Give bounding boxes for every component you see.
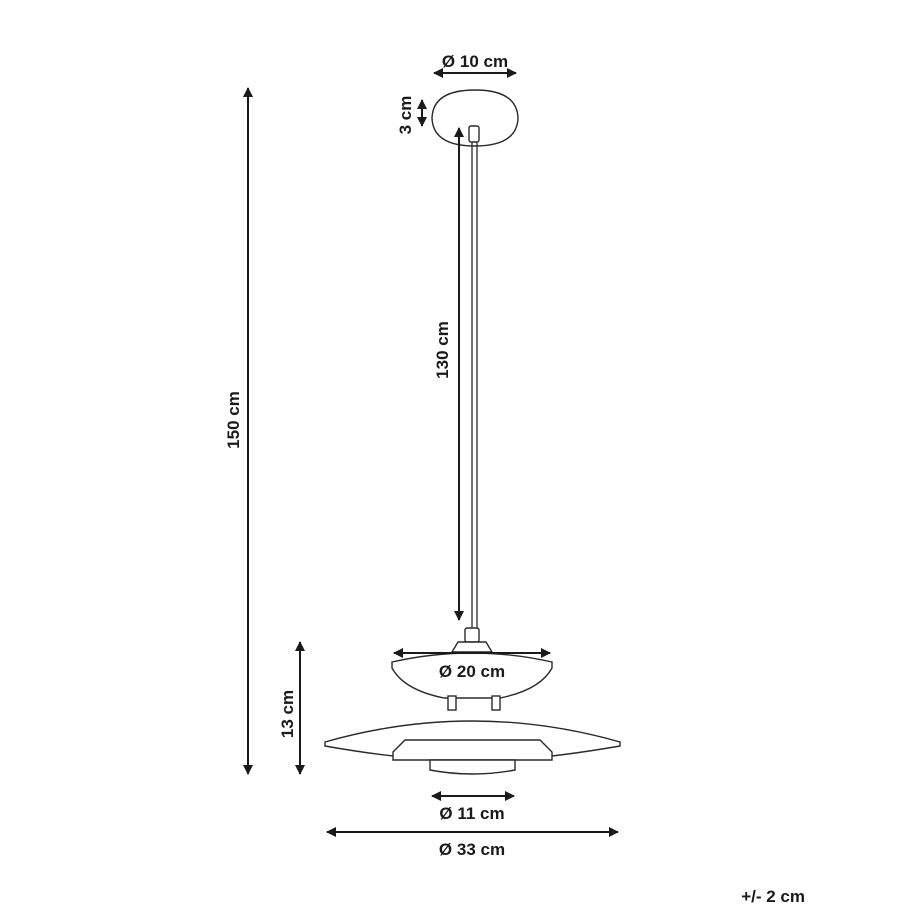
shade-height-label: 13 cm <box>278 690 297 738</box>
top-shade-diameter-label: Ø 20 cm <box>439 662 505 681</box>
bottom-diffuser <box>429 759 516 775</box>
socket-cap <box>464 627 480 643</box>
canopy-height-label: 3 cm <box>396 96 415 135</box>
cable-length-label: 130 cm <box>433 321 452 379</box>
canopy-diameter-label: Ø 10 cm <box>442 52 508 71</box>
dimension-labels: Ø 10 cm 3 cm 130 cm 150 cm 13 cm Ø 20 cm… <box>224 52 805 906</box>
dimension-lines <box>243 68 619 837</box>
total-height-label: 150 cm <box>224 391 243 449</box>
wide-shade-diameter-label: Ø 33 cm <box>439 840 505 859</box>
tolerance-note: +/- 2 cm <box>741 887 805 906</box>
bottom-diameter-label: Ø 11 cm <box>439 804 504 823</box>
cable-grip <box>468 125 480 143</box>
lower-shade <box>392 739 553 761</box>
pendant-lamp-drawing <box>324 89 621 775</box>
socket <box>450 641 494 653</box>
